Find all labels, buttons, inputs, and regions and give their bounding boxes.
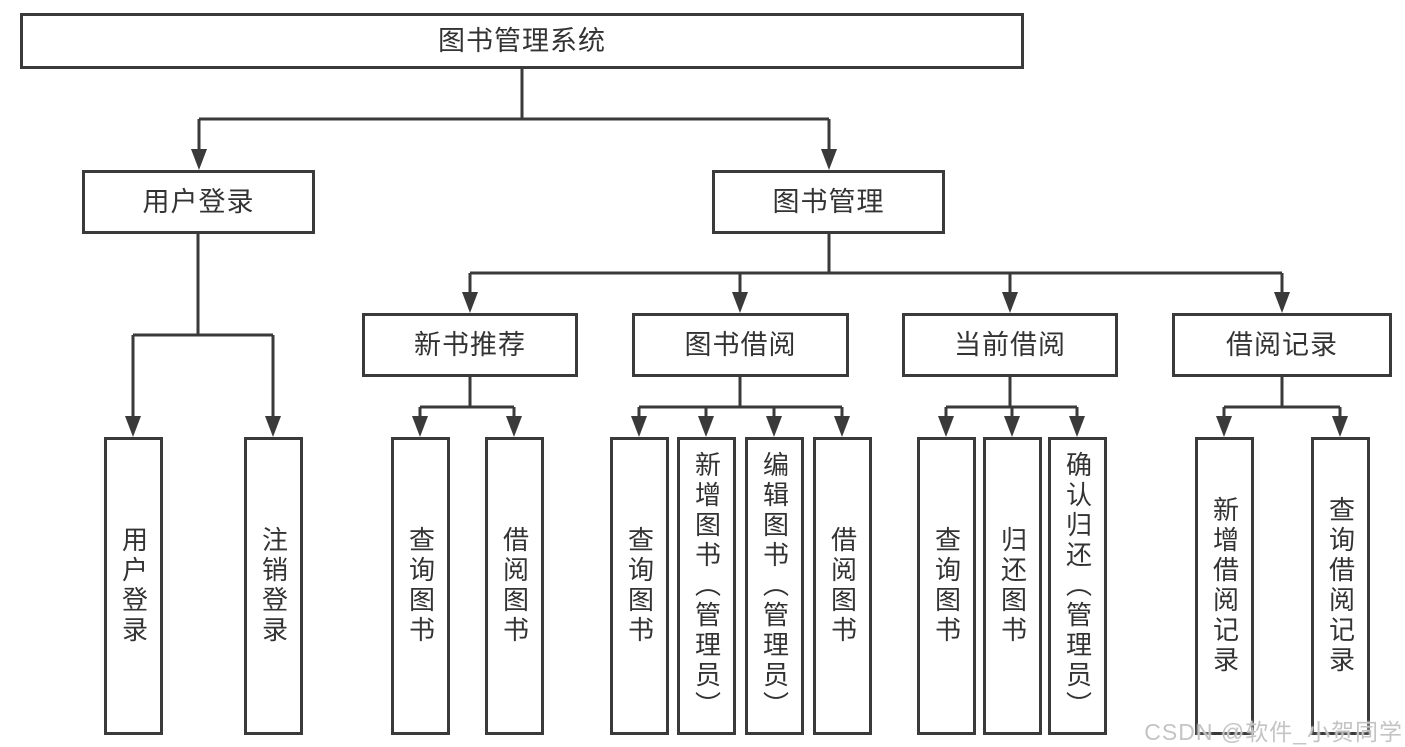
edge-borrowing-records-to-leaves xyxy=(1222,377,1342,418)
edge-book-management-to-level3 xyxy=(468,234,1284,294)
node-current-borrowing: 当前借阅 xyxy=(902,313,1118,377)
node-leaf-edit-books-admin: 编辑图书（管理员） xyxy=(745,437,804,735)
node-root-label: 图书管理系统 xyxy=(438,25,606,56)
node-leaf-add-borrow-record-label: 新增借阅记录 xyxy=(1209,496,1240,676)
node-leaf-add-borrow-record: 新增借阅记录 xyxy=(1195,437,1254,735)
node-borrowing-records: 借阅记录 xyxy=(1172,313,1392,377)
edge-root-to-level2 xyxy=(197,69,831,151)
node-leaf-return-books-label: 归还图书 xyxy=(997,526,1028,646)
node-leaf-user-login: 用户登录 xyxy=(104,437,163,735)
node-user-login-label: 用户登录 xyxy=(142,186,255,217)
node-leaf-query-books-2-label: 查询图书 xyxy=(624,526,655,646)
node-leaf-confirm-return-admin-label: 确认归还（管理员） xyxy=(1062,451,1093,721)
edge-book-borrowing-to-leaves xyxy=(637,377,844,418)
node-book-borrowing-label: 图书借阅 xyxy=(684,329,797,360)
node-book-borrowing: 图书借阅 xyxy=(632,313,849,377)
node-leaf-query-books-3-label: 查询图书 xyxy=(931,526,962,646)
node-leaf-query-books-2: 查询图书 xyxy=(610,437,669,735)
node-leaf-logout-label: 注销登录 xyxy=(258,526,289,646)
node-leaf-logout: 注销登录 xyxy=(244,437,303,735)
edge-current-borrowing-to-leaves xyxy=(944,377,1079,418)
node-leaf-confirm-return-admin: 确认归还（管理员） xyxy=(1048,437,1107,735)
node-leaf-query-borrow-record-label: 查询借阅记录 xyxy=(1325,496,1356,676)
node-borrowing-records-label: 借阅记录 xyxy=(1226,329,1338,360)
node-leaf-query-books-3: 查询图书 xyxy=(917,437,976,735)
node-leaf-borrow-books-2: 借阅图书 xyxy=(813,437,872,735)
node-leaf-user-login-label: 用户登录 xyxy=(118,526,149,646)
node-leaf-borrow-books-1-label: 借阅图书 xyxy=(499,526,530,646)
node-new-book-recommend-label: 新书推荐 xyxy=(414,329,526,360)
edge-new-book-recommend-to-leaves xyxy=(418,377,516,418)
node-leaf-return-books: 归还图书 xyxy=(983,437,1042,735)
edge-user-login-to-leaves xyxy=(131,233,275,418)
node-leaf-add-books-admin: 新增图书（管理员） xyxy=(677,437,736,735)
watermark: CSDN @软件_小贺同学 xyxy=(1144,719,1403,745)
node-book-management: 图书管理 xyxy=(712,170,945,234)
node-leaf-query-books-1: 查询图书 xyxy=(391,437,450,735)
node-new-book-recommend: 新书推荐 xyxy=(362,313,578,377)
node-root: 图书管理系统 xyxy=(20,13,1024,69)
node-current-borrowing-label: 当前借阅 xyxy=(954,329,1066,360)
node-leaf-borrow-books-2-label: 借阅图书 xyxy=(827,526,858,646)
node-leaf-borrow-books-1: 借阅图书 xyxy=(485,437,544,735)
node-user-login: 用户登录 xyxy=(82,170,315,234)
node-leaf-edit-books-admin-label: 编辑图书（管理员） xyxy=(759,451,790,721)
node-leaf-query-books-1-label: 查询图书 xyxy=(405,526,436,646)
node-leaf-add-books-admin-label: 新增图书（管理员） xyxy=(691,451,722,721)
node-book-management-label: 图书管理 xyxy=(772,186,885,217)
node-leaf-query-borrow-record: 查询借阅记录 xyxy=(1311,437,1370,735)
